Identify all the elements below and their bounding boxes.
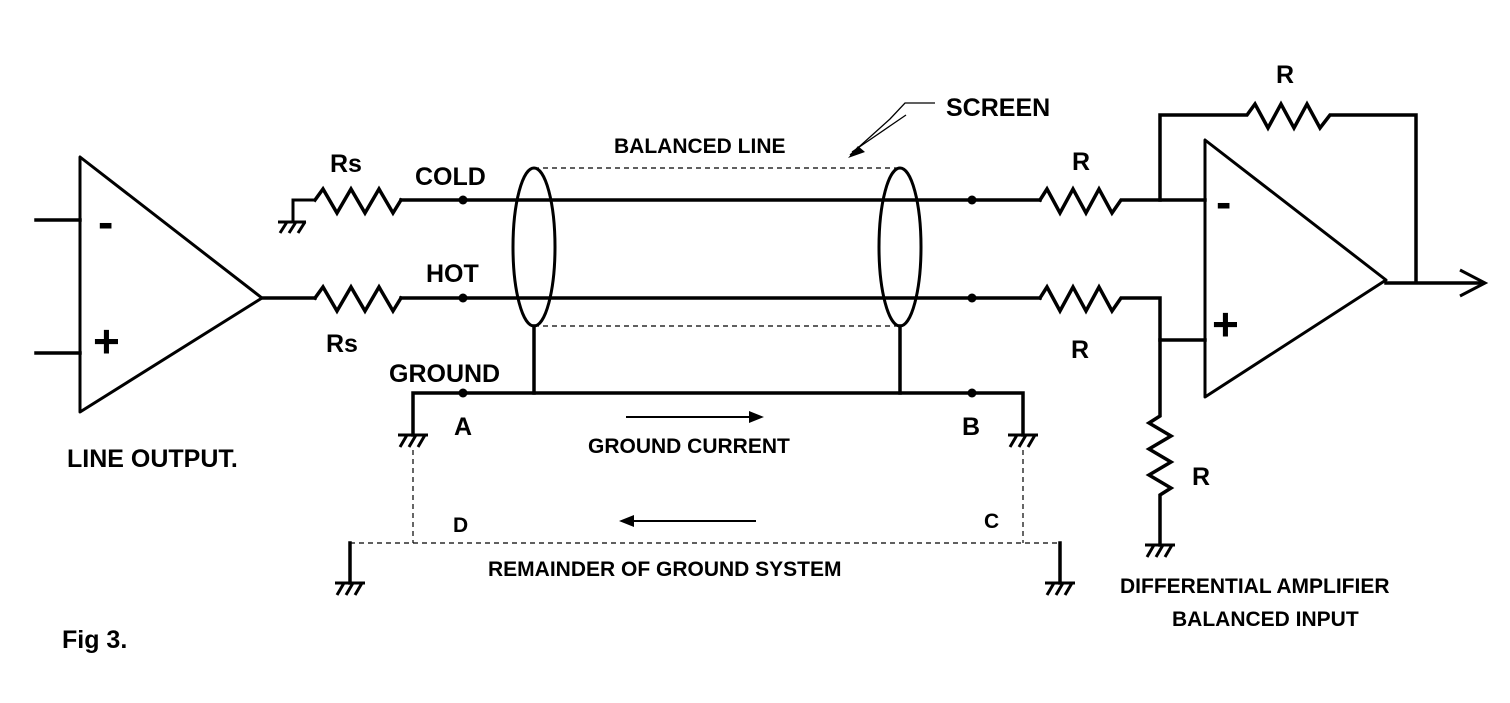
diff-amp-plus-sign: + xyxy=(1212,298,1239,350)
diff-amp-label-line1: DIFFERENTIAL AMPLIFIER xyxy=(1120,575,1390,598)
line-output-label: LINE OUTPUT. xyxy=(67,445,238,473)
source-resistor-hot-label: Rs xyxy=(326,330,358,358)
ground-symbol-a xyxy=(398,433,428,448)
shunt-resistor-label: R xyxy=(1192,463,1210,491)
input-resistor-cold xyxy=(1037,185,1207,217)
remainder-ground-label: REMAINDER OF GROUND SYSTEM xyxy=(488,558,842,581)
source-resistor-cold xyxy=(278,185,404,234)
point-c-label: C xyxy=(984,510,999,533)
balanced-line-label: BALANCED LINE xyxy=(614,135,786,158)
cable-screen xyxy=(511,166,923,395)
ground-current-arrow xyxy=(626,411,764,423)
screen-pointer-arrow xyxy=(848,102,935,158)
ground-label: GROUND xyxy=(389,360,500,388)
input-resistor-cold-label: R xyxy=(1072,148,1090,176)
point-b-label: B xyxy=(962,413,980,441)
feedback-resistor xyxy=(1158,100,1418,282)
figure-caption: Fig 3. xyxy=(62,626,127,654)
ground-conductor xyxy=(411,388,1025,437)
line-output-minus-sign: - xyxy=(98,196,113,248)
shunt-resistor xyxy=(1145,338,1175,558)
source-resistor-hot xyxy=(260,283,404,315)
point-a-label: A xyxy=(454,413,472,441)
cold-conductor xyxy=(399,195,1042,205)
differential-amplifier: - + xyxy=(1203,138,1489,399)
cold-label: COLD xyxy=(415,163,486,191)
diff-amp-minus-sign: - xyxy=(1216,176,1231,228)
ground-symbol-b xyxy=(1008,433,1038,448)
remainder-ground-system xyxy=(335,450,1075,596)
line-output-amplifier: - + xyxy=(34,155,264,414)
source-resistor-cold-label: Rs xyxy=(330,150,362,178)
return-current-arrow xyxy=(619,515,756,527)
input-resistor-hot xyxy=(1037,283,1207,342)
point-d-label: D xyxy=(453,514,468,537)
line-output-plus-sign: + xyxy=(93,315,120,367)
diff-amp-label-line2: BALANCED INPUT xyxy=(1172,608,1359,631)
hot-label: HOT xyxy=(426,260,479,288)
ground-current-label: GROUND CURRENT xyxy=(588,435,790,458)
input-resistor-hot-label: R xyxy=(1071,336,1089,364)
hot-conductor xyxy=(399,293,1042,303)
screen-label: SCREEN xyxy=(946,94,1050,122)
feedback-resistor-label: R xyxy=(1276,61,1294,89)
